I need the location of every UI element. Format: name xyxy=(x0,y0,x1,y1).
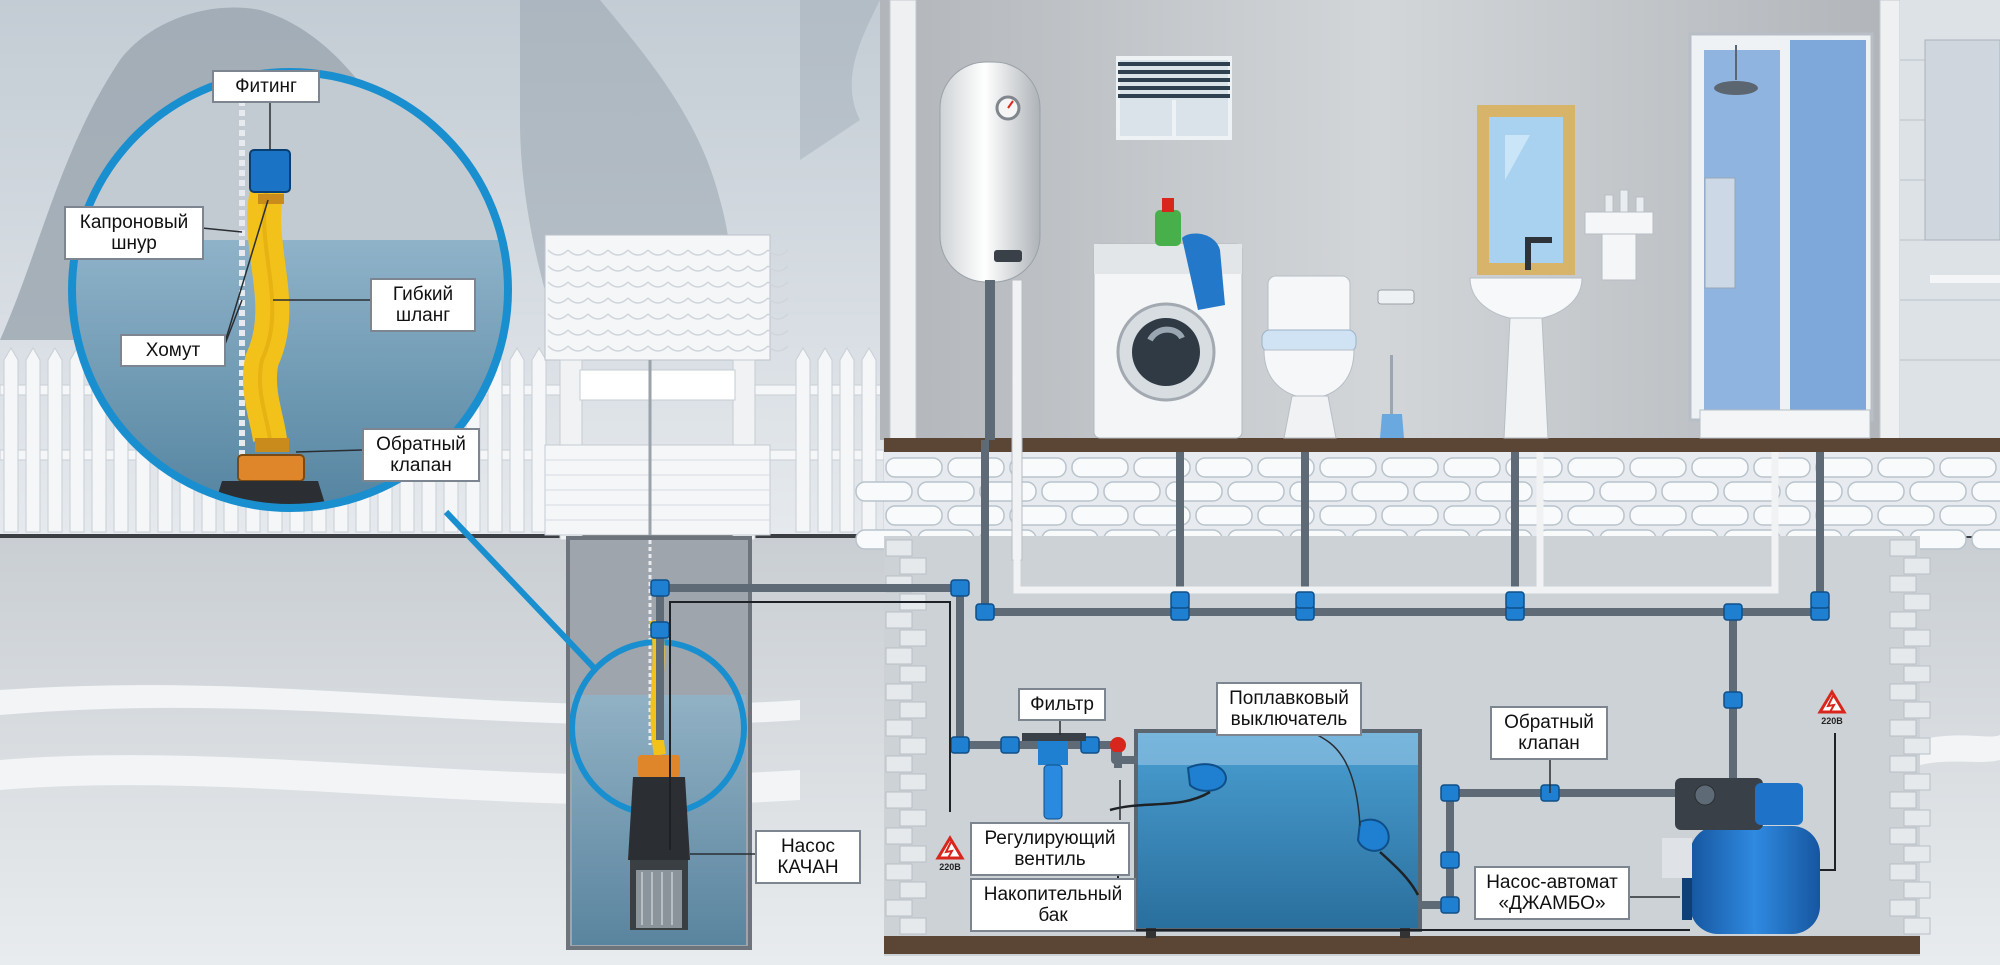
hot-water-pipes xyxy=(1013,440,1779,594)
label-nylon-cord-line1: Капроновый xyxy=(79,212,189,233)
label-clamp: Хомут xyxy=(120,334,226,367)
label-check-valve-main-line1: Обратный xyxy=(1504,712,1594,733)
zoom-connector xyxy=(443,509,599,673)
pump-dzhambo xyxy=(1662,778,1820,934)
label-check-valve-zoom-line2: клапан xyxy=(390,455,452,476)
label-float-switch-line1: Поплавковый xyxy=(1229,688,1349,709)
label-fitting-text: Фитинг xyxy=(235,76,297,97)
label-regulating-valve: Регулирующий вентиль xyxy=(970,822,1130,876)
shower-cabin xyxy=(1688,32,1874,439)
voltage-label-right: 220В xyxy=(1821,716,1843,726)
label-float-switch-line2: выключатель xyxy=(1230,709,1348,730)
label-storage-tank-line2: бак xyxy=(1038,905,1068,926)
window xyxy=(1116,56,1232,140)
label-check-valve-zoom: Обратный клапан xyxy=(362,428,480,482)
callout-lines xyxy=(201,102,1680,905)
sink xyxy=(1469,105,1654,439)
label-pump-kachan-line2: КАЧАН xyxy=(777,857,839,878)
label-storage-tank-line1: Накопительный xyxy=(983,884,1123,905)
label-filter-text: Фильтр xyxy=(1030,694,1094,715)
water-heater xyxy=(939,61,1041,561)
label-nylon-cord-line2: шнур xyxy=(111,233,157,254)
shower-head-icon xyxy=(1714,81,1758,95)
storage-tank xyxy=(1109,729,1422,938)
toilet xyxy=(1261,275,1415,439)
regulating-valve xyxy=(1110,737,1126,768)
washing-machine xyxy=(1093,198,1243,439)
label-check-valve-main: Обратный клапан xyxy=(1490,706,1608,760)
label-storage-tank: Накопительный бак xyxy=(970,878,1136,932)
label-float-switch: Поплавковый выключатель xyxy=(1216,682,1362,736)
label-regulating-valve-line1: Регулирующий xyxy=(984,828,1116,849)
label-check-valve-main-line2: клапан xyxy=(1518,733,1580,754)
voltage-label-left: 220В xyxy=(939,862,961,872)
label-pump-dzhambo-line1: Насос-автомат xyxy=(1486,872,1618,893)
label-pump-kachan-line1: Насос xyxy=(780,836,836,857)
high-voltage-warning-icon xyxy=(935,835,965,860)
label-pump-dzhambo: Насос-автомат «ДЖАМБО» xyxy=(1474,866,1630,920)
label-nylon-cord: Капроновый шнур xyxy=(64,206,204,260)
high-voltage-warning-icon xyxy=(1817,689,1847,714)
label-check-valve-zoom-line1: Обратный xyxy=(376,434,466,455)
label-regulating-valve-line2: вентиль xyxy=(1014,849,1086,870)
label-flexible-hose-line1: Гибкий xyxy=(392,284,454,305)
label-flexible-hose-line2: шланг xyxy=(395,305,451,326)
label-fitting: Фитинг xyxy=(212,70,320,103)
label-pump-dzhambo-line2: «ДЖАМБО» xyxy=(1498,893,1606,914)
label-flexible-hose: Гибкий шланг xyxy=(370,278,476,332)
label-filter: Фильтр xyxy=(1018,688,1106,721)
label-pump-kachan: Насос КАЧАН xyxy=(755,830,861,884)
filter xyxy=(1022,733,1086,820)
label-clamp-text: Хомут xyxy=(145,340,201,361)
well-house xyxy=(544,234,789,541)
